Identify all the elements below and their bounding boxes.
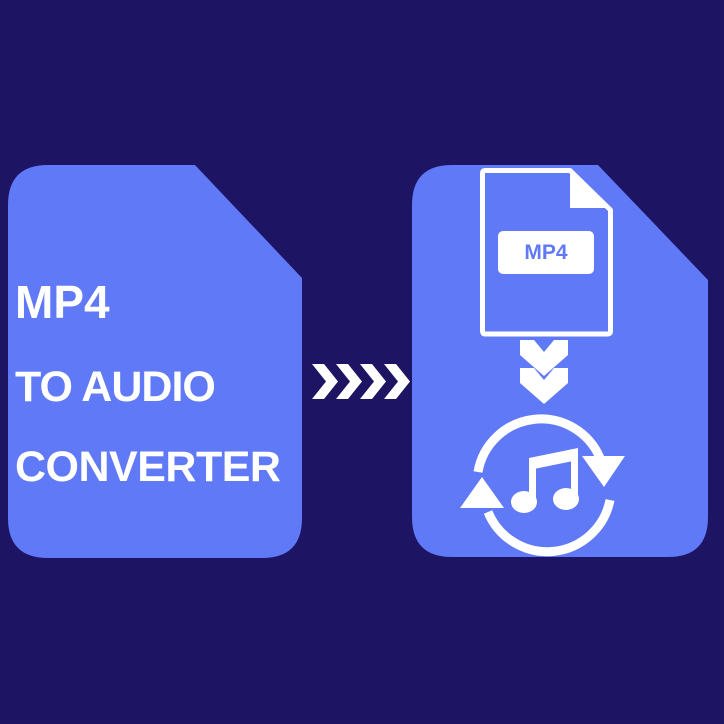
title-line-1: MP4 <box>15 276 110 328</box>
refresh-arrowheads <box>460 456 625 508</box>
chevrons-down-icon <box>520 340 568 404</box>
refresh-icon <box>473 414 615 557</box>
chevrons-right-icon <box>312 364 410 399</box>
file-format-label: MP4 <box>498 231 594 274</box>
title-line-2: TO AUDIO <box>15 363 216 411</box>
title-line-3: CONVERTER <box>15 443 281 491</box>
left-card <box>8 165 302 558</box>
file-icon <box>480 168 613 337</box>
music-note-icon <box>511 448 579 513</box>
